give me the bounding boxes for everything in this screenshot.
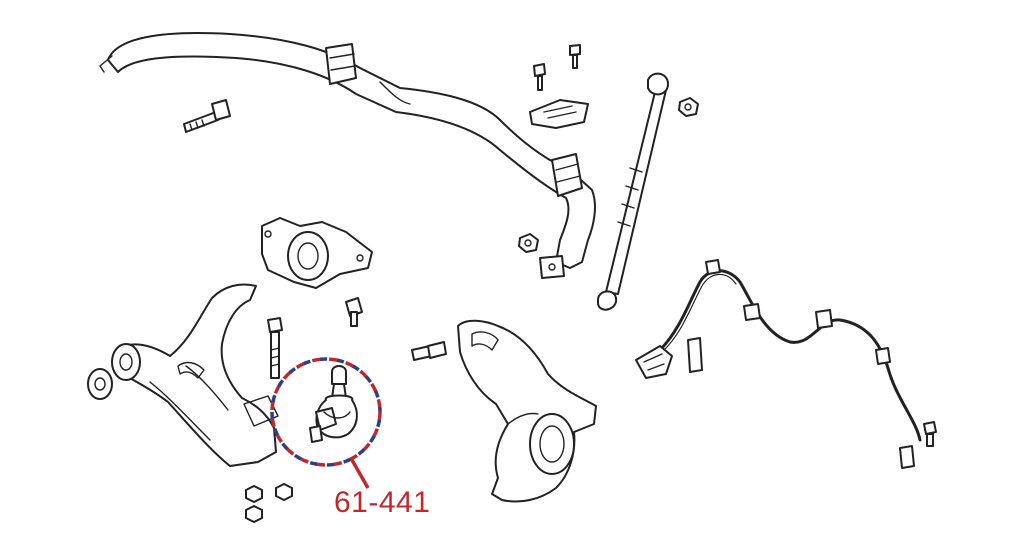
abs-sensor-harness bbox=[635, 259, 937, 469]
callout-leader-line bbox=[350, 459, 370, 489]
hardware-bolts bbox=[183, 44, 699, 253]
lower-control-arm bbox=[87, 283, 279, 467]
steering-knuckle bbox=[411, 319, 597, 503]
arm-bolt bbox=[267, 317, 283, 379]
hardware-nuts bbox=[245, 483, 293, 523]
ball-joint bbox=[309, 365, 358, 443]
callout-ring-accent bbox=[270, 357, 382, 467]
bushing-bracket bbox=[261, 217, 373, 327]
part-number-label: 61-441 bbox=[334, 486, 431, 519]
part-callout bbox=[270, 357, 382, 489]
stabilizer-bar bbox=[99, 32, 596, 279]
stabilizer-link bbox=[597, 72, 669, 311]
